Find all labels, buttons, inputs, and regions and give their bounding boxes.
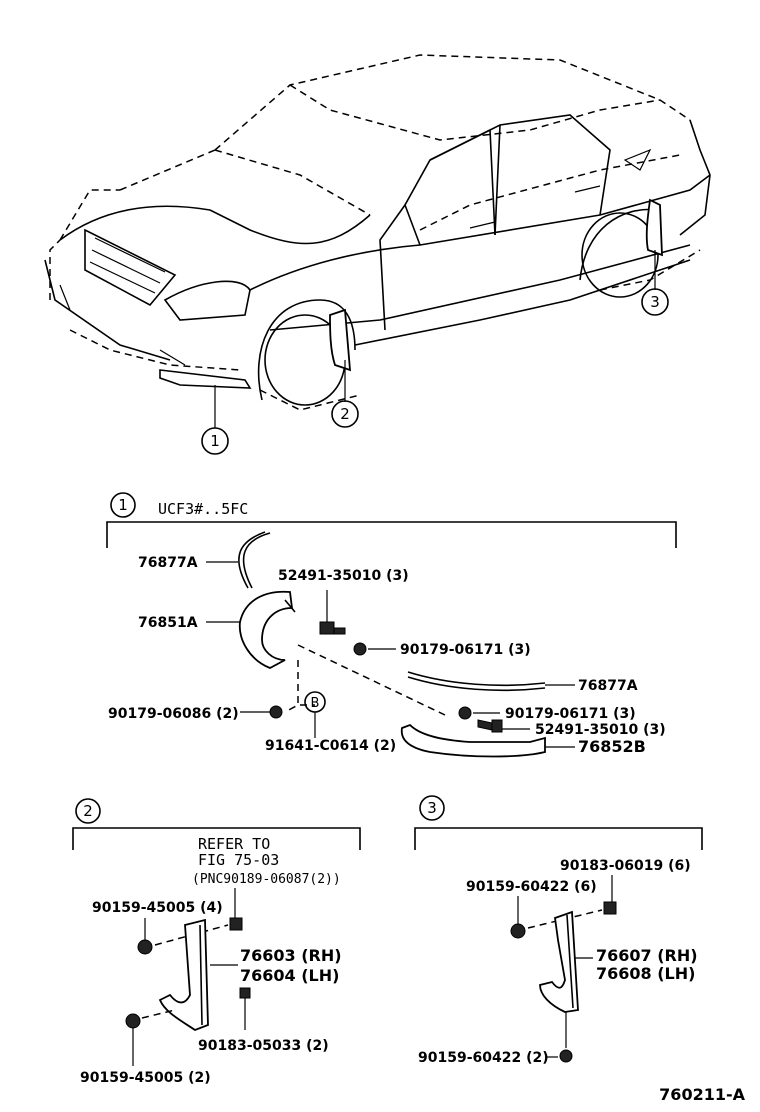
part-90159-45005-bot: 90159-45005 (2) — [80, 1070, 211, 1086]
car-illustration — [44, 54, 711, 428]
refer-line-3: (PNC90189-06087(2)) — [192, 872, 341, 887]
section-2: 2 REFER TO FIG 75-03 (PNC90189-06087(2))… — [72, 798, 361, 1086]
part-76603-rh: 76603 (RH) — [240, 946, 342, 965]
part-91641: 91641-C0614 (2) — [265, 738, 396, 754]
callout-2-label: 2 — [340, 405, 350, 423]
part-76604-lh: 76604 (LH) — [240, 966, 339, 985]
section-1-model: UCF3#..5FC — [158, 500, 248, 518]
part-52491-top: 52491-35010 (3) — [278, 568, 409, 584]
part-76607-rh: 76607 (RH) — [596, 946, 698, 965]
part-76852B: 76852B — [578, 737, 646, 756]
part-52491-mid: 52491-35010 (3) — [535, 722, 666, 738]
part-90183-05033: 90183-05033 (2) — [198, 1038, 329, 1054]
part-90179-top: 90179-06171 (3) — [400, 642, 531, 658]
callout-b-label: B — [311, 696, 320, 711]
part-90179-06086: 90179-06086 (2) — [108, 706, 239, 722]
callout-3: 3 — [641, 288, 669, 316]
part-76877A-top: 76877A — [138, 555, 198, 571]
diagram-code: 760211-A — [659, 1085, 745, 1104]
part-90159-60422-bot: 90159-60422 (2) — [418, 1050, 549, 1066]
part-90159-45005-top: 90159-45005 (4) — [92, 900, 223, 916]
part-90159-60422-top: 90159-60422 (6) — [466, 879, 597, 895]
section-3-number: 3 — [427, 799, 437, 817]
callout-3-label: 3 — [650, 293, 660, 311]
section-2-number: 2 — [83, 802, 93, 820]
refer-line-2: FIG 75-03 — [198, 851, 279, 869]
callout-1: 1 — [201, 427, 229, 455]
part-76851A: 76851A — [138, 615, 198, 631]
callout-2: 2 — [331, 400, 359, 428]
part-76608-lh: 76608 (LH) — [596, 964, 695, 983]
section-1: 1 UCF3#..5FC 76877A 76851A 52491-35010 (… — [106, 492, 677, 758]
part-90179-mid: 90179-06171 (3) — [505, 706, 636, 722]
callout-1-label: 1 — [210, 432, 220, 450]
refer-line-1: REFER TO — [198, 835, 270, 853]
section-3: 3 90183-06019 (6) 90159-60422 (6) 76607 … — [414, 795, 703, 1066]
part-90183-06019: 90183-06019 (6) — [560, 858, 691, 874]
part-76877A-mid: 76877A — [578, 678, 638, 694]
section-1-number: 1 — [118, 496, 128, 514]
